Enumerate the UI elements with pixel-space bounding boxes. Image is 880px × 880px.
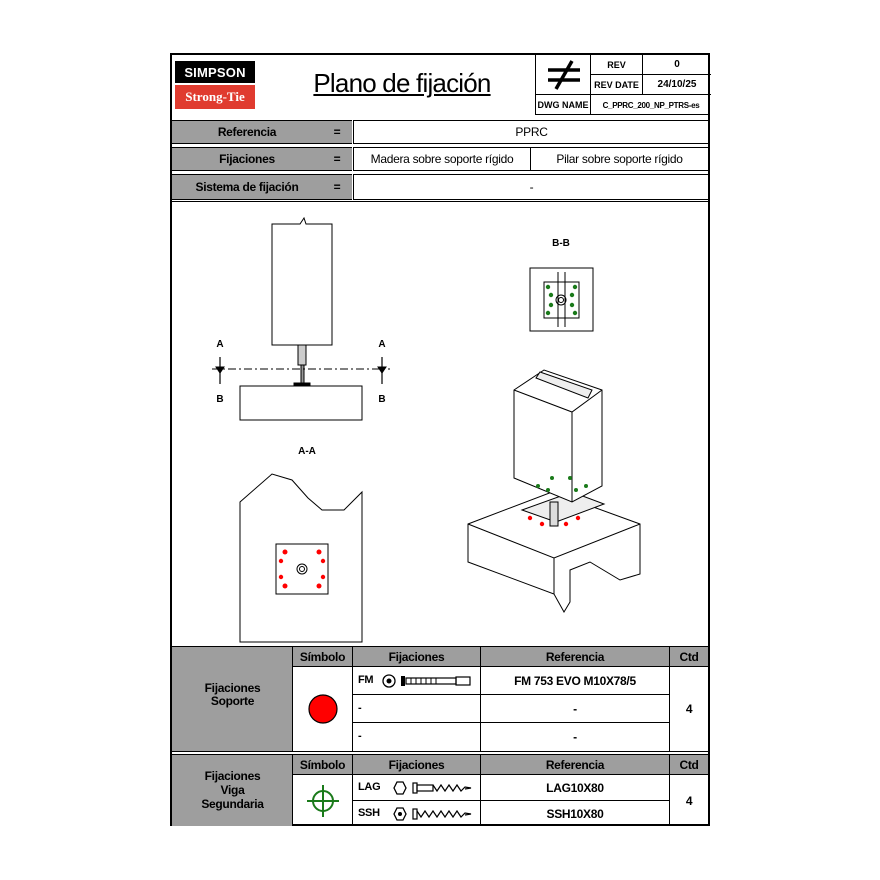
dwg-name-label: DWG NAME [536,95,591,115]
soporte-row-3-fijacion: - [353,723,481,751]
fijaciones-eq: = [322,147,352,171]
viga-group-label-2: Viga [220,783,245,797]
viga-row-1-fijacion: LAG [353,775,481,801]
sistema-value: - [353,174,709,200]
mark-b-left: B [216,394,223,405]
dwg-name-value: C_PPRC_200_NP_PTRS-es [602,100,700,110]
soporte-col-simbolo: Símbolo [293,647,353,667]
sistema-eq: = [322,174,352,200]
section-aa-view [239,473,363,643]
soporte-row-2-ref: - [481,695,670,723]
anchor-bolt-icon [382,674,471,688]
table-divider [172,751,708,755]
soporte-row-1-code: FM [358,674,374,686]
section-aa-label: A-A [298,446,316,457]
viga-col-ctd: Ctd [670,755,708,775]
drawing-area: A A B B B-B A-A [172,201,708,647]
soporte-row-2-code: - [358,702,362,714]
soporte-group-label-2: Soporte [210,694,255,708]
sistema-label: Sistema de fijación [172,174,322,200]
section-bb-view [529,267,594,332]
info-table: Referencia = PPRC Fijaciones = Madera so… [172,117,709,201]
fijaciones-value-2: Pilar sobre soporte rígido [530,147,709,171]
soporte-group: Fijaciones Soporte [172,647,293,751]
title-block: DWG NAME REV 0 REV DATE 24/10/25 C_PPRC_… [535,55,711,115]
lag-screw-icon [393,781,472,795]
soporte-col-fijaciones: Fijaciones [353,647,481,667]
soporte-row-3-code: - [358,730,362,742]
viga-col-referencia: Referencia [481,755,670,775]
green-crosshair-icon [306,784,339,817]
viga-symbol [293,775,353,826]
soporte-col-ctd: Ctd [670,647,708,667]
brand-logo: SIMPSON Strong-Tie [175,61,255,109]
section-bb-label: B-B [552,238,570,249]
rev-date-value: 24/10/25 [643,75,711,95]
viga-row-2-code: SSH [358,807,380,819]
soporte-row-1-ref: FM 753 EVO M10X78/5 [481,667,670,695]
viga-col-simbolo: Símbolo [293,755,353,775]
viga-col-fijaciones: Fijaciones [353,755,481,775]
referencia-value: PPRC [353,120,709,144]
soporte-group-label-1: Fijaciones [204,681,261,695]
referencia-label: Referencia [172,120,322,144]
fijaciones-value-1: Madera sobre soporte rígido [353,147,531,171]
soporte-symbol [293,667,353,751]
soporte-ctd: 4 [685,702,693,716]
red-circle-icon [307,694,338,724]
viga-group: Fijaciones Viga Segundaria [172,755,293,826]
soporte-row-1-fijacion: FM [353,667,481,695]
mark-b-right: B [378,394,385,405]
viga-ctd: 4 [685,793,693,808]
rev-label: REV [591,55,643,75]
viga-table: Fijaciones Viga Segundaria Símbolo Fijac… [172,755,708,826]
soporte-table: Fijaciones Soporte Símbolo Fijaciones Re… [172,647,708,751]
viga-group-label-1: Fijaciones [204,769,261,783]
rev-date-label: REV DATE [591,75,643,95]
elevation-view [212,216,390,421]
viga-row-2-ref: SSH10X80 [481,801,670,826]
viga-row-1-code: LAG [358,781,381,793]
isometric-view [467,369,641,613]
mark-a-right: A [378,339,385,350]
mark-a-left: A [216,339,223,350]
viga-group-label-3: Segundaria [201,797,264,811]
soporte-col-referencia: Referencia [481,647,670,667]
brand-logo-top: SIMPSON [175,61,255,83]
technical-drawing: A A B B B-B A-A [212,216,641,643]
viga-row-1-ref: LAG10X80 [481,775,670,801]
drawing-sheet: SIMPSON Strong-Tie Plano de fijación DWG… [170,53,711,826]
soporte-row-2-fijacion: - [353,695,481,723]
fijaciones-label: Fijaciones [172,147,322,171]
referencia-eq: = [322,120,352,144]
page-title: Plano de fijación [313,67,491,98]
soporte-row-3-ref: - [481,723,670,751]
not-equal-icon [536,55,591,95]
hex-screw-icon [393,807,472,821]
viga-row-2-fijacion: SSH [353,801,481,826]
rev-value: 0 [643,55,711,75]
brand-logo-bottom: Strong-Tie [175,85,255,109]
